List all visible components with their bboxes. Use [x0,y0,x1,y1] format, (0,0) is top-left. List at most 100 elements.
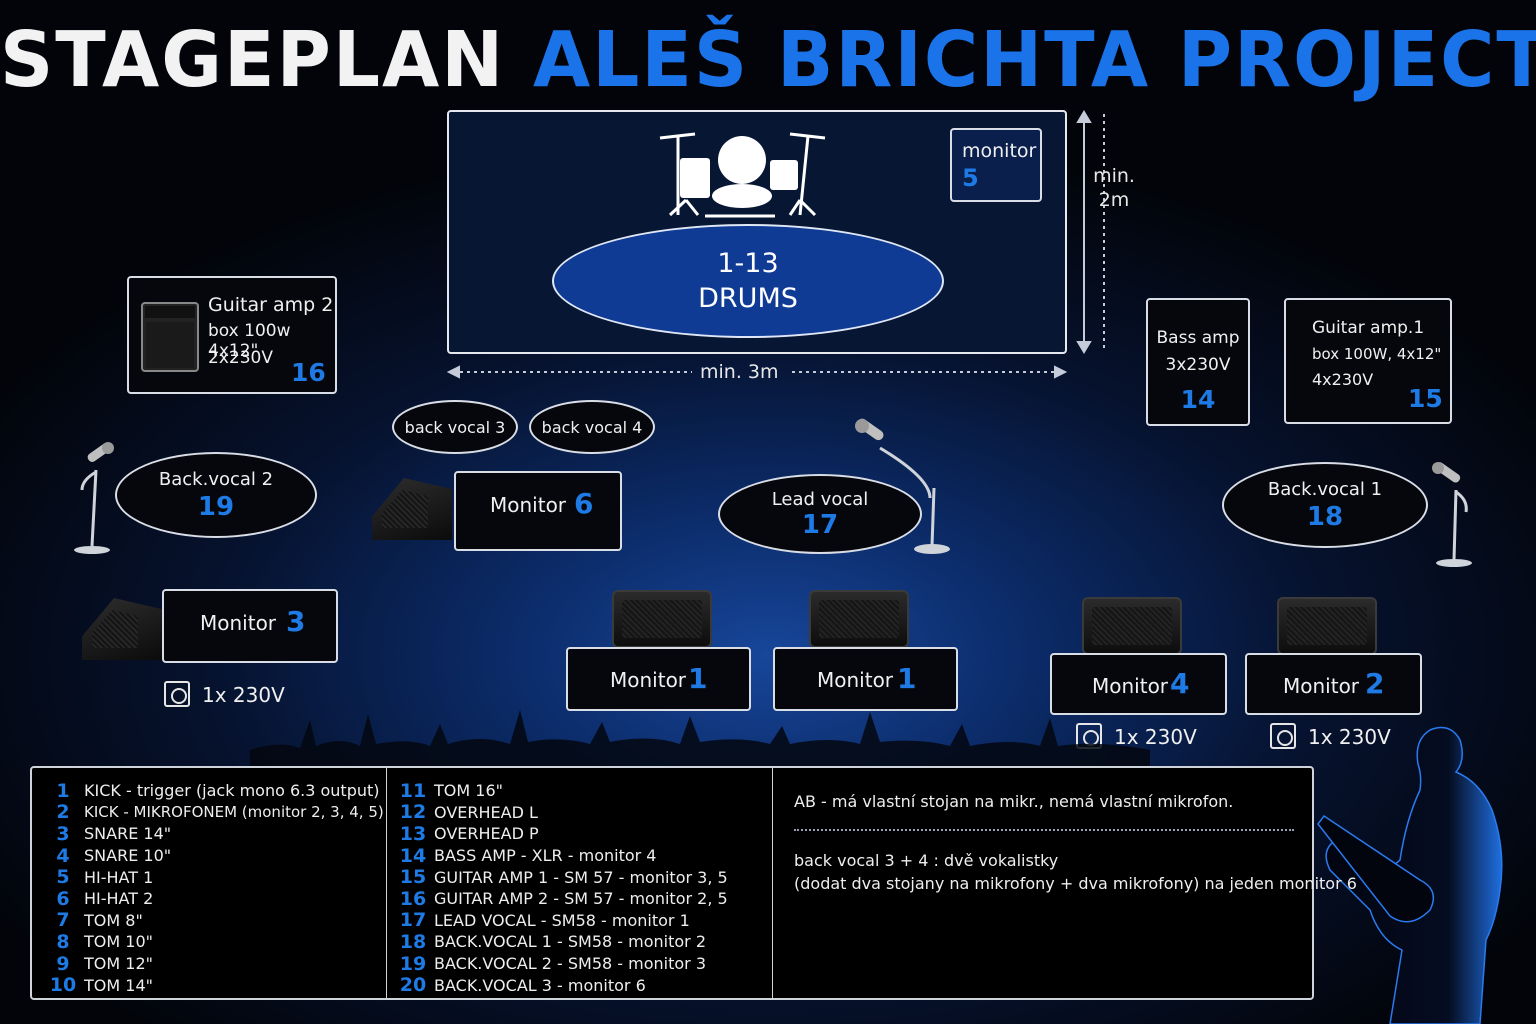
legend-notes: AB - má vlastní stojan na mikr., nemá vl… [794,768,1357,998]
monitor-2-speaker-icon [1277,597,1377,655]
lead-mic-stand-icon [855,418,950,554]
drums-number: 1-13 [717,248,779,279]
monitor-4-speaker-icon [1082,597,1182,655]
guitar-amp-2-title: Guitar amp 2 [208,294,334,316]
guitar-amp-2-box: Guitar amp 2 box 100w 4x12" 2x230V 16 [127,276,337,394]
back-vocal-1-ellipse: Back.vocal 1 18 [1222,462,1428,548]
monitor-1b-label: Monitor [817,668,894,692]
monitor-2-number: 2 [1365,667,1385,700]
guitar-amp-1-box: Guitar amp.1 box 100W, 4x12" 4x230V 15 [1284,298,1452,424]
lead-vocal-number: 17 [801,509,839,540]
monitor-1a-speaker-icon [612,590,712,648]
back-vocal-2-label: Back.vocal 2 [158,468,274,490]
depth-label-line2: 2m [1098,189,1130,211]
page-title: STAGEPLAN ALEŠ BRICHTA PROJECT [0,12,1536,108]
monitor-1b-speaker-icon [809,590,909,648]
bass-amp-title: Bass amp [1156,328,1240,348]
monitor-1a-number: 1 [688,662,708,695]
back-vocal-1-number: 18 [1306,501,1344,532]
guitar-amp-1-title: Guitar amp.1 [1312,318,1425,338]
monitor-1b-number: 1 [897,662,917,695]
monitor-1a-label: Monitor [610,668,687,692]
monitor-5-label: monitor [962,140,1037,162]
bass-amp-power: 3x230V [1165,355,1231,375]
monitor-6-number: 6 [574,487,594,520]
power-left-label: 1x 230V [202,683,285,707]
bass-amp-number: 14 [1180,385,1216,414]
title-band-name: ALEŠ BRICHTA PROJECT [532,15,1536,105]
legend-divider [772,768,773,998]
crowd-silhouette-icon [250,710,1150,770]
monitor-1a-box: Monitor 1 [566,647,751,711]
amp-icon [141,302,199,372]
depth-dimension [1076,110,1105,354]
monitor-2-label: Monitor [1283,674,1360,698]
title-stageplan: STAGEPLAN [0,15,506,105]
monitor-4-label: Monitor [1092,674,1169,698]
bass-amp-box: Bass amp 3x230V 14 [1146,298,1250,426]
guitar-amp-1-number: 15 [1408,384,1443,413]
drums-ellipse: 1-13 DRUMS [552,224,944,338]
legend-divider [386,768,387,998]
monitor-5-box: monitor 5 [950,128,1042,202]
guitar-amp-1-spec: box 100W, 4x12" [1312,345,1442,363]
back-vocal-4-ellipse: back vocal 4 [529,400,655,454]
back-vocal-2-number: 19 [197,491,235,522]
wedge-monitor-3-icon [82,598,162,660]
guitar-amp-1-power: 4x230V [1312,370,1374,389]
drum-kit-icon [659,132,826,218]
monitor-1b-box: Monitor 1 [773,647,958,711]
drums-label: DRUMS [698,283,798,314]
back-vocal-2-ellipse: Back.vocal 2 19 [115,452,317,538]
back-vocal-4-label: back vocal 4 [541,417,643,437]
guitarist-silhouette-icon [1317,726,1503,1024]
depth-label-line1: min. [1093,165,1135,187]
monitor-6-label: Monitor [490,493,567,517]
wedge-monitor-6-icon [372,478,452,540]
back-vocal-3-ellipse: back vocal 3 [392,400,518,454]
lead-vocal-ellipse: Lead vocal 17 [718,474,922,554]
lead-vocal-label: Lead vocal [771,488,869,510]
back-vocal-1-mic-stand-icon [1432,462,1472,567]
power-right-label: 1x 230V [1308,725,1391,749]
width-dimension [447,365,1067,379]
guitar-amp-2-number: 16 [291,358,326,387]
monitor-2-box: Monitor 2 [1245,653,1422,715]
power-mid-label: 1x 230V [1114,725,1197,749]
monitor-3-box: Monitor 3 [162,589,338,663]
note-back-vocal-line1: back vocal 3 + 4 : dvě vokalistky [794,851,1059,870]
monitor-6-box: Monitor 6 [454,471,622,551]
guitar-amp-2-spec: box 100w 4x12" [208,321,291,361]
power-outlet-icon [164,681,190,707]
monitor-3-number: 3 [286,605,306,638]
back-vocal-1-label: Back.vocal 1 [1267,478,1383,500]
back-vocal-3-label: back vocal 3 [404,417,506,437]
power-outlet-icon [1270,723,1296,749]
monitor-4-number: 4 [1170,667,1190,700]
guitar-amp-2-power: 2x230V [208,348,273,368]
notes-separator [794,829,1294,831]
width-label: min. 3m [700,361,779,383]
